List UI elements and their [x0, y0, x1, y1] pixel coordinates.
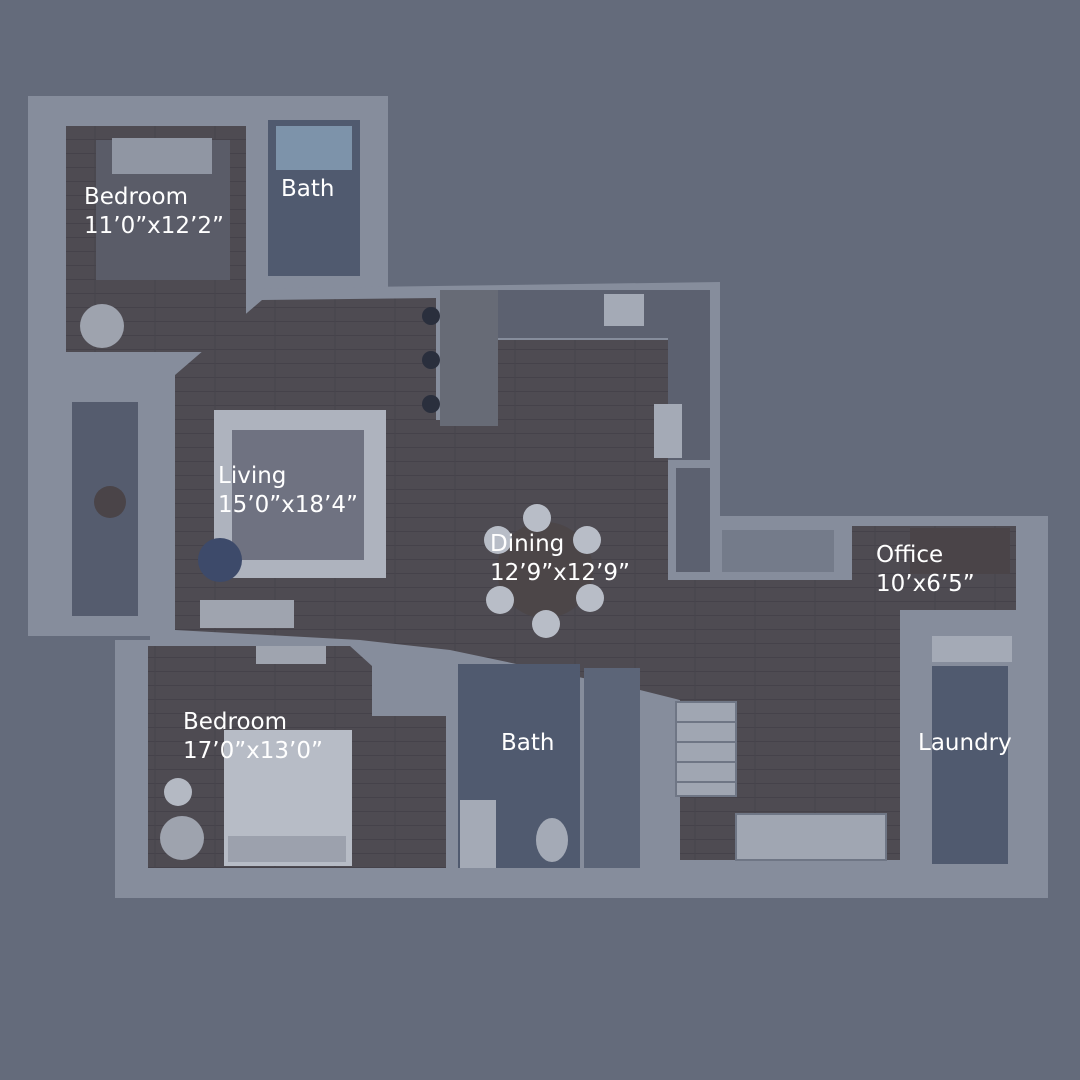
room-label-bath-2: Bath: [501, 729, 554, 758]
room-label-laundry: Laundry: [918, 729, 1012, 758]
room-size: 12’9”x12’9”: [490, 560, 630, 586]
room-name: Laundry: [918, 730, 1012, 756]
office-desk: [910, 528, 1010, 574]
room-size: 10’x6’5”: [876, 571, 975, 597]
hall-storage: [722, 530, 834, 572]
room-label-living: Living 15’0”x18’4”: [218, 462, 358, 520]
bathtub-1: [276, 126, 352, 170]
room-label-bath-1: Bath: [281, 175, 334, 204]
living-armchair: [198, 538, 242, 582]
kitchen: [422, 290, 710, 572]
laundry-shelf: [932, 636, 1012, 662]
bedroom-2-side-table: [164, 778, 192, 806]
laundry-floor: [932, 666, 1008, 864]
balcony-table: [94, 486, 126, 518]
room-name: Bedroom: [183, 709, 288, 735]
bed-1-pillows: [112, 138, 212, 174]
bedroom-2-chair: [160, 816, 204, 860]
bed-2-pillows: [228, 836, 346, 862]
room-name: Bath: [281, 176, 335, 202]
dining-table: [484, 504, 604, 638]
tv-console: [200, 600, 294, 628]
room-size: 15’0”x18’4”: [218, 492, 358, 518]
room-name: Bedroom: [84, 184, 189, 210]
room-label-bedroom-2: Bedroom 17’0”x13’0”: [183, 708, 323, 766]
room-label-bedroom-1: Bedroom 11’0”x12’2”: [84, 183, 224, 241]
room-name: Office: [876, 542, 944, 568]
room-name: Bath: [501, 730, 555, 756]
room-name: Dining: [490, 531, 565, 557]
room-name: Living: [218, 463, 287, 489]
bath-2-closet: [584, 668, 640, 868]
bedroom-1-chair: [80, 304, 124, 348]
room-size: 17’0”x13’0”: [183, 738, 323, 764]
bath-2-toilet: [536, 818, 568, 862]
bath-2-vanity: [460, 800, 496, 868]
bedroom-2-dresser: [256, 646, 326, 664]
room-label-dining: Dining 12’9”x12’9”: [490, 530, 630, 588]
room-size: 11’0”x12’2”: [84, 213, 224, 239]
stairs: [675, 701, 887, 861]
room-label-office: Office 10’x6’5”: [876, 541, 975, 599]
sectional-sofa: [214, 410, 386, 578]
